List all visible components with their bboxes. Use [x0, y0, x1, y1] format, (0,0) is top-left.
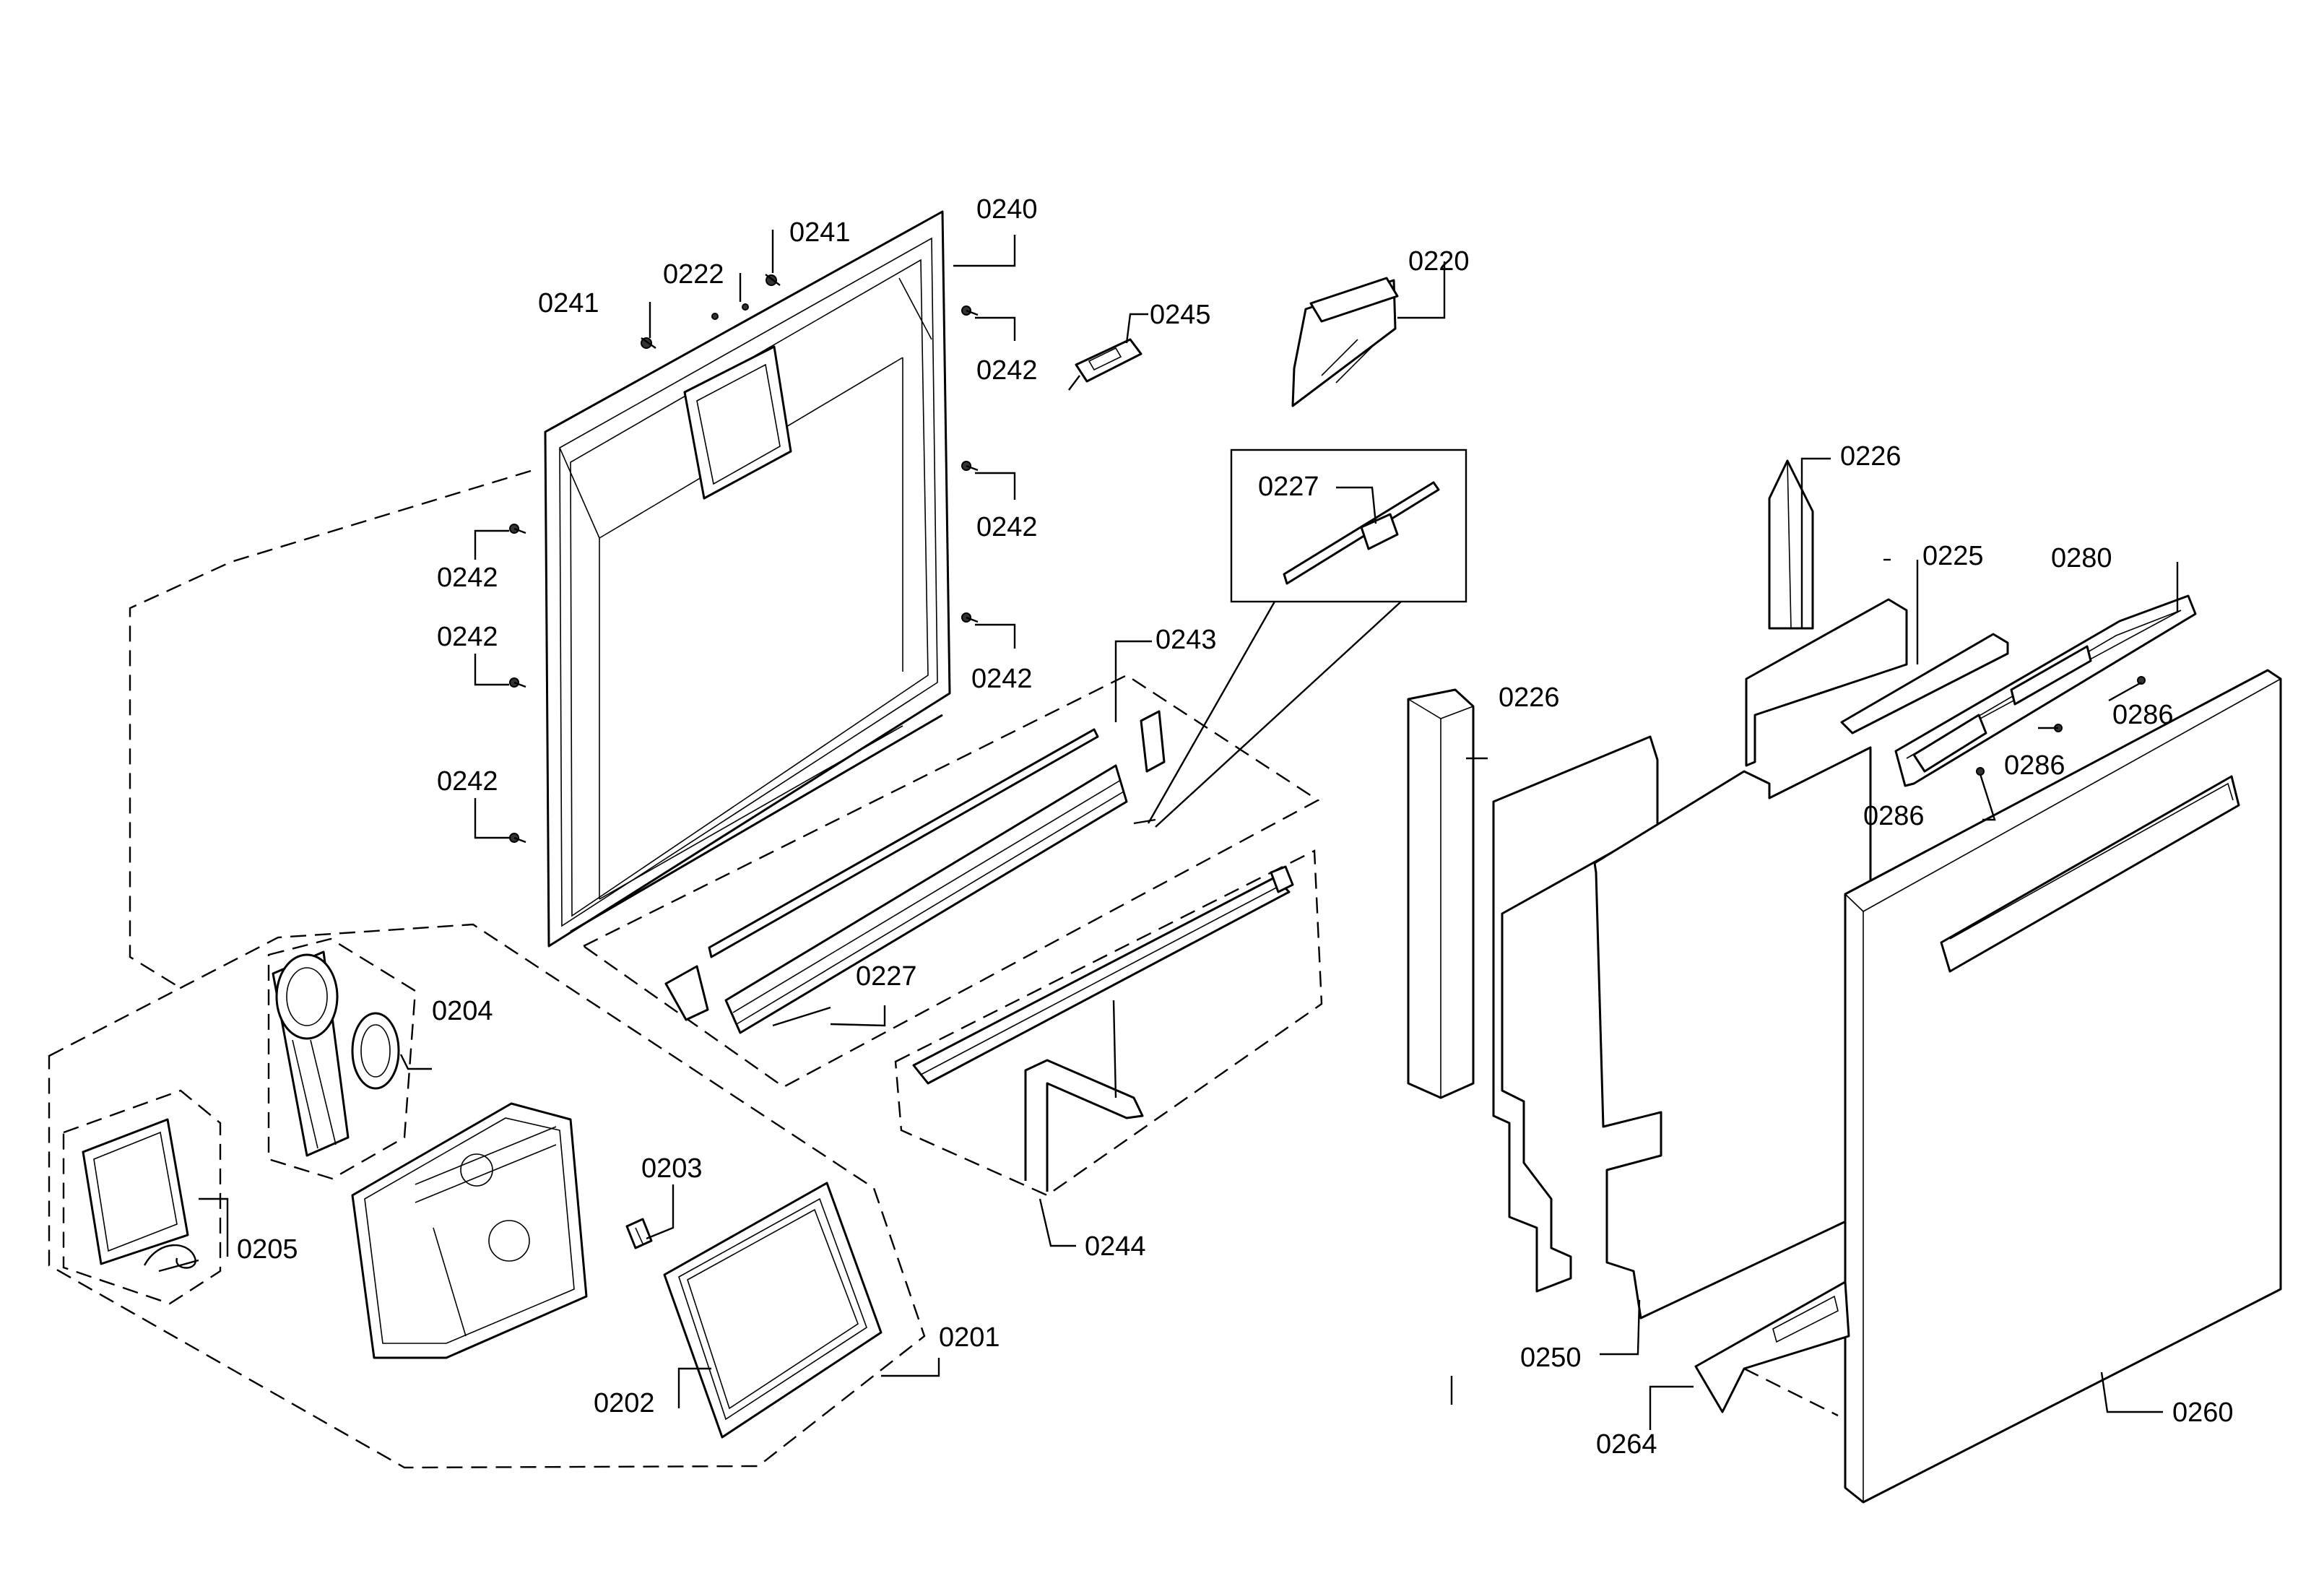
- callout-0242: 0242: [971, 664, 1033, 694]
- dispenser-module: [351, 1102, 588, 1359]
- callout-labels: 0240 0241 0222 0241 0242 0245 0220 0242 …: [237, 194, 2234, 1460]
- insulation-panel-0226: [1492, 735, 1659, 1293]
- callout-0241: 0241: [789, 217, 851, 248]
- callout-0226: 0226: [1840, 441, 1902, 472]
- screw-icon: [641, 337, 656, 349]
- latch-rail: [912, 865, 1294, 1192]
- spring-icon: [143, 1244, 199, 1273]
- callout-0250: 0250: [1520, 1343, 1582, 1373]
- inner-door-liner: [544, 210, 951, 948]
- toe-kick-trim: [1694, 1280, 1850, 1413]
- callout-0242: 0242: [976, 512, 1038, 542]
- screw-icon: [742, 303, 749, 311]
- callout-0242: 0242: [437, 563, 498, 593]
- cover-plate: [82, 1118, 189, 1265]
- callout-0220: 0220: [1408, 246, 1470, 277]
- sill-assembly: [664, 710, 1166, 1034]
- callout-0242: 0242: [976, 355, 1038, 386]
- screw-icon: [765, 274, 781, 286]
- callout-0203: 0203: [641, 1153, 703, 1184]
- dispenser-seal-ring: [351, 1012, 400, 1090]
- screw-icon: [711, 313, 719, 320]
- callout-0286: 0286: [2112, 700, 2174, 730]
- outer-door-panel: [1844, 669, 2282, 1504]
- insulation-panel-0250: [1593, 746, 1872, 1320]
- side-trim-right: [1768, 459, 1814, 630]
- callout-0286: 0286: [1863, 801, 1925, 831]
- callout-0244: 0244: [1085, 1231, 1146, 1262]
- screw-icon: [509, 524, 526, 534]
- insulation-panel-0225: [1745, 598, 2009, 767]
- leader-lines: [199, 230, 2179, 1430]
- callout-0202: 0202: [594, 1388, 655, 1418]
- side-trim-left: [1407, 688, 1475, 1099]
- hinge-bracket: [1068, 338, 1143, 391]
- callout-0227: 0227: [1258, 472, 1319, 502]
- callout-0204: 0204: [432, 996, 493, 1026]
- callout-0227: 0227: [856, 961, 917, 992]
- callout-0201: 0201: [939, 1322, 1000, 1353]
- callout-0245: 0245: [1150, 300, 1211, 330]
- screw-icons: [509, 274, 979, 844]
- screw-icon: [1976, 767, 1985, 776]
- screw-icon: [509, 833, 526, 844]
- latch-clip: [625, 1218, 653, 1249]
- callout-0243: 0243: [1156, 625, 1217, 655]
- callout-0264: 0264: [1596, 1429, 1657, 1460]
- dispenser-seal-holder: [272, 950, 350, 1157]
- callout-0240: 0240: [976, 194, 1038, 225]
- screw-icon: [961, 612, 979, 623]
- callout-0260: 0260: [2172, 1398, 2234, 1428]
- callout-0242: 0242: [437, 622, 498, 652]
- dashed-group-outlines: [48, 448, 1839, 1469]
- control-panel-trim: [1894, 594, 2197, 787]
- callout-0286: 0286: [2004, 750, 2065, 781]
- seal-strip-inset: [1283, 481, 1440, 585]
- callout-0241: 0241: [538, 288, 599, 318]
- callout-0225: 0225: [1922, 541, 1984, 571]
- deflector-panel: [1291, 277, 1399, 407]
- callout-0222: 0222: [663, 259, 724, 290]
- screw-icon: [961, 461, 979, 472]
- callout-0242: 0242: [437, 766, 498, 797]
- screw-icon: [961, 306, 979, 316]
- screw-icon: [2137, 676, 2146, 685]
- screw-icon: [509, 677, 526, 688]
- callout-0280: 0280: [2051, 543, 2112, 573]
- callout-0226: 0226: [1499, 682, 1560, 713]
- dispenser-gasket-frame: [663, 1182, 883, 1439]
- callout-0205: 0205: [237, 1234, 298, 1265]
